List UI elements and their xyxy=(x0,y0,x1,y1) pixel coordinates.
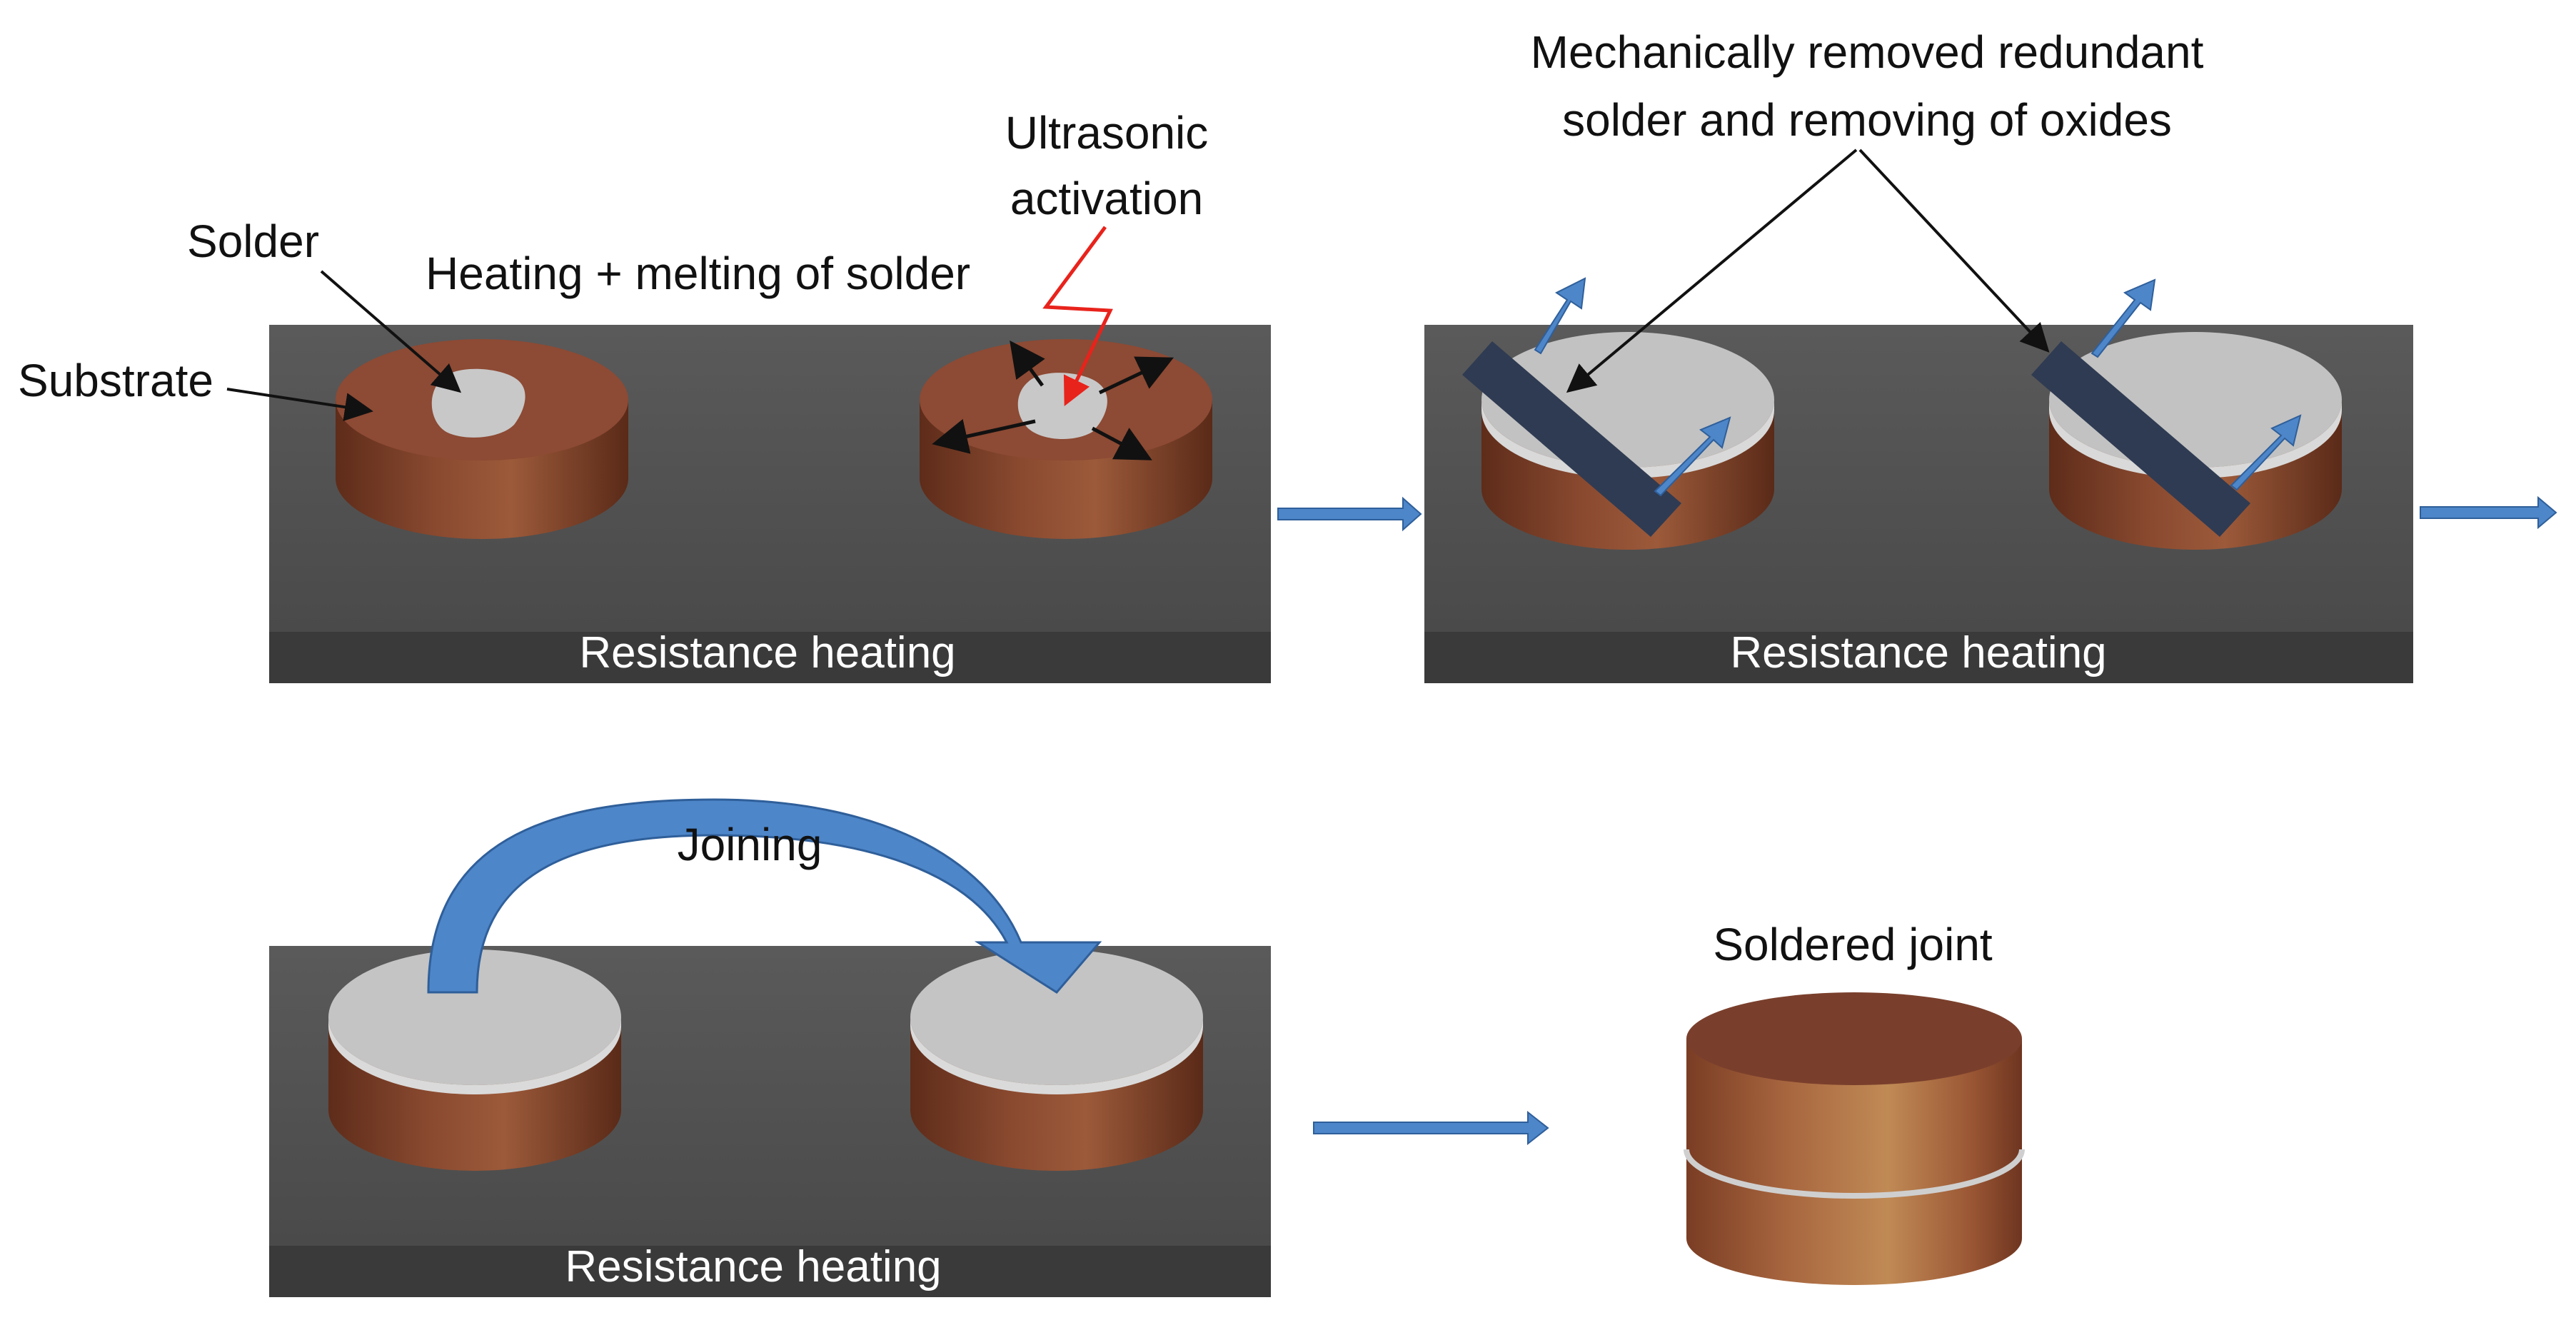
cylinder-right xyxy=(910,949,1203,1171)
flow-arrow-2 xyxy=(2420,495,2557,530)
resistance-heating-label: Resistance heating xyxy=(1730,628,2106,677)
substrate-pointer xyxy=(226,388,373,421)
substrate-label: Substrate xyxy=(18,355,213,406)
mech-label-line2: solder and removing of oxides xyxy=(1562,94,2172,146)
joining-label: Joining xyxy=(678,819,822,870)
joining-curved-arrow xyxy=(427,798,1102,994)
tool-motion-arrow xyxy=(2091,278,2156,358)
cylinder-left xyxy=(328,949,621,1171)
tool-motion-arrow xyxy=(1534,277,1586,355)
tool-motion-arrow xyxy=(2230,414,2302,491)
mech-pointer-right xyxy=(1858,148,2050,353)
solder-pointer xyxy=(320,270,462,393)
heater-bar xyxy=(269,1246,1271,1297)
panel-heating-melting: Resistance heating Solder Substrate Heat… xyxy=(18,107,1271,683)
flow-arrow-1 xyxy=(1277,496,1422,532)
ultrasonic-label-line2: activation xyxy=(1010,173,1203,224)
spread-arrow xyxy=(1091,426,1152,460)
tool-motion-arrow xyxy=(1654,416,1731,497)
substrate-right xyxy=(920,339,1212,539)
scraper-tool xyxy=(1462,341,1681,537)
solder-label: Solder xyxy=(187,216,319,267)
mech-label-line1: Mechanically removed redundant xyxy=(1531,26,2204,78)
cylinder-left-cleaned xyxy=(1462,277,1774,550)
joint-top xyxy=(1686,992,2022,1085)
heater-bar xyxy=(1424,632,2413,683)
spread-arrow xyxy=(1098,356,1174,395)
ultrasonic-lightning-arrow xyxy=(1042,226,1113,407)
cylinder-right-cleaned xyxy=(2031,278,2342,550)
resistance-heating-label: Resistance heating xyxy=(579,628,955,677)
soldered-joint: Soldered joint xyxy=(1684,919,2025,1285)
heater-bar xyxy=(269,632,1271,683)
panel-mechanical-removal: Resistance heating Mechanically removed … xyxy=(1424,26,2413,683)
flow-arrow-3 xyxy=(1313,1110,1549,1146)
mech-pointer-left xyxy=(1566,148,1858,393)
spread-arrow xyxy=(1010,340,1045,387)
heating-melting-label: Heating + melting of solder xyxy=(426,248,970,299)
resistance-heating-label: Resistance heating xyxy=(565,1242,941,1291)
solder-seam xyxy=(1684,1149,2025,1199)
substrate-left xyxy=(336,339,628,539)
soldered-joint-label: Soldered joint xyxy=(1713,919,1993,970)
panel-joining: Resistance heating Joining xyxy=(269,798,1271,1297)
spread-arrow xyxy=(932,418,1036,454)
ultrasonic-label-line1: Ultrasonic xyxy=(1005,107,1209,158)
scraper-tool xyxy=(2031,341,2250,537)
